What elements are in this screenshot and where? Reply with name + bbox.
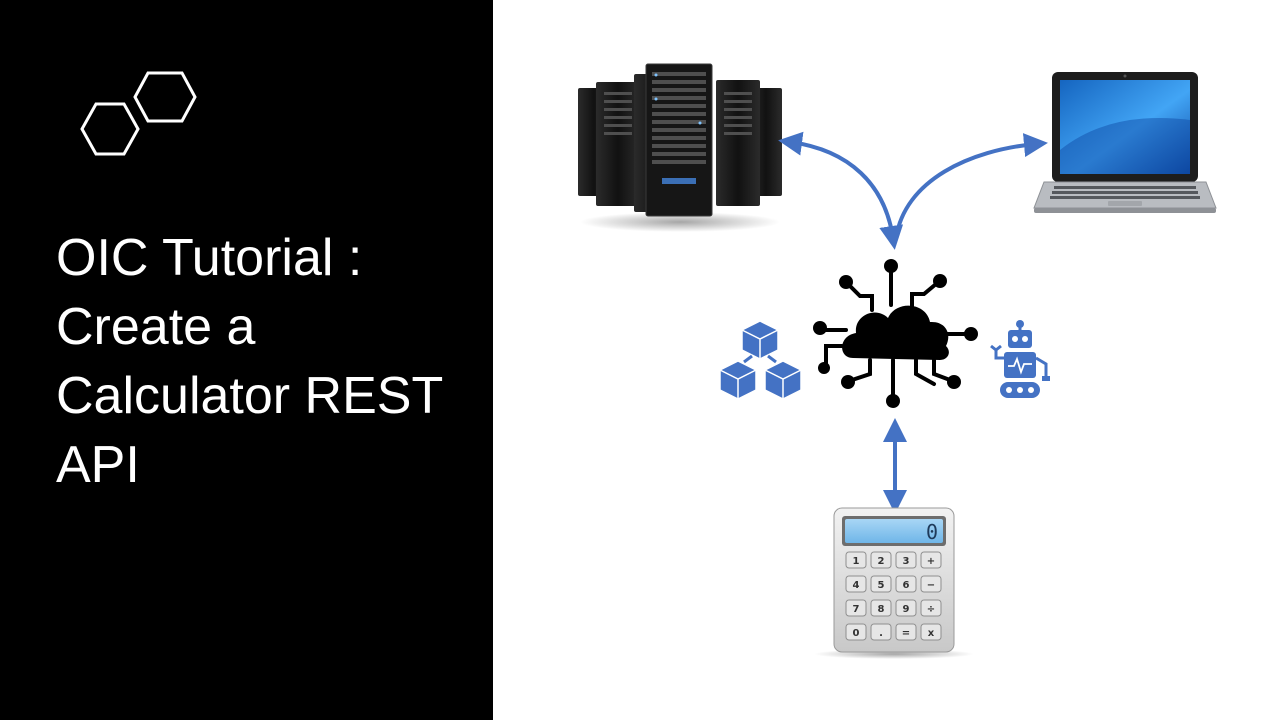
calc-key-0: 0 (853, 628, 860, 639)
calc-key-multiply: x (928, 628, 935, 639)
connection-arrows (778, 131, 1048, 514)
robot-icon (990, 320, 1050, 398)
calc-key-equals: = (902, 628, 910, 639)
calc-key-1: 1 (853, 556, 860, 567)
calc-key-minus: − (927, 580, 935, 591)
calculator-keypad: 1 2 3 + 4 5 6 − 7 8 9 ÷ 0 . = x (845, 551, 942, 641)
title-line-1: OIC Tutorial : (56, 229, 363, 287)
cloud-network-icon (813, 259, 978, 408)
title-panel: OIC Tutorial : Create a Calculator REST … (0, 0, 493, 720)
hexagon-logo-icon (80, 71, 197, 156)
integration-diagram: 0 1 2 3 + 4 5 6 − 7 8 9 ÷ 0 (578, 63, 1217, 659)
calculator-display: 0 (926, 520, 938, 544)
server-rack-icon (578, 63, 782, 232)
arrow-laptop-cloud (894, 133, 1048, 239)
title-line-2: Create a (56, 298, 256, 356)
calc-key-9: 9 (903, 604, 910, 615)
arrow-server-cloud (778, 131, 904, 250)
blocks-icon (719, 320, 802, 400)
calc-key-3: 3 (903, 556, 910, 567)
title-line-4: API (56, 436, 140, 494)
calc-key-8: 8 (878, 604, 885, 615)
calculator-icon: 0 1 2 3 + 4 5 6 − 7 8 9 ÷ 0 (814, 507, 974, 659)
calc-key-6: 6 (903, 580, 910, 591)
calc-key-decimal: . (879, 628, 883, 639)
calc-key-plus: + (927, 556, 935, 567)
calc-key-4: 4 (853, 580, 860, 591)
calc-key-divide: ÷ (927, 604, 935, 615)
calc-key-2: 2 (878, 556, 885, 567)
calc-key-5: 5 (878, 580, 885, 591)
laptop-icon (1033, 72, 1217, 213)
calc-key-7: 7 (853, 604, 860, 615)
slide-title: OIC Tutorial : Create a Calculator REST … (56, 224, 476, 500)
title-line-3: Calculator REST (56, 367, 444, 425)
